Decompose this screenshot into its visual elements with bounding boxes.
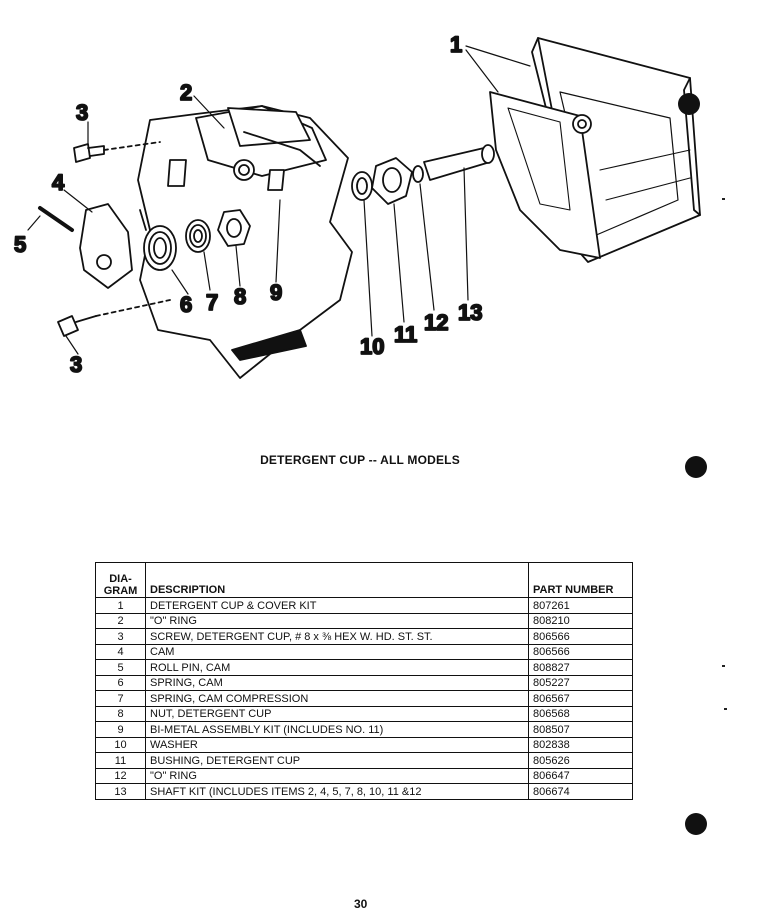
callout-12: 12	[424, 310, 448, 335]
scan-speck	[724, 708, 727, 710]
punch-hole-top	[678, 93, 700, 115]
cell-description: ROLL PIN, CAM	[145, 659, 529, 676]
cell-diagram: 13	[95, 783, 146, 800]
punch-hole-middle	[685, 456, 707, 478]
cell-part-number: 806647	[528, 767, 633, 784]
header-part-number: PART NUMBER	[528, 562, 633, 598]
cell-description: DETERGENT CUP & COVER KIT	[145, 597, 529, 614]
cell-description: "O" RING	[145, 612, 529, 629]
bushing	[371, 157, 413, 205]
punch-hole-bottom	[685, 813, 707, 835]
cell-part-number: 808210	[528, 612, 633, 629]
o-ring	[412, 165, 424, 183]
cell-part-number: 806566	[528, 643, 633, 660]
cell-part-number: 806567	[528, 690, 633, 707]
cell-diagram: 6	[95, 674, 146, 691]
cell-part-number: 808827	[528, 659, 633, 676]
cell-diagram: 4	[95, 643, 146, 660]
cell-diagram: 12	[95, 767, 146, 784]
leader-lines	[27, 45, 531, 355]
cell-description: BI-METAL ASSEMBLY KIT (INCLUDES NO. 11)	[145, 721, 529, 738]
table-row: 11 BUSHING, DETERGENT CUP 805626	[95, 752, 633, 769]
cell-diagram: 3	[95, 628, 146, 645]
cell-diagram: 7	[95, 690, 146, 707]
cell-description: SHAFT KIT (INCLUDES ITEMS 2, 4, 5, 7, 8,…	[145, 783, 529, 800]
page-number: 30	[354, 897, 368, 911]
cell-description: CAM	[145, 643, 529, 660]
callout-6: 6	[180, 292, 192, 317]
cell-diagram: 2	[95, 612, 146, 629]
diagram-caption: DETERGENT CUP -- ALL MODELS	[260, 453, 460, 467]
cell-part-number: 805227	[528, 674, 633, 691]
cell-part-number: 806674	[528, 783, 633, 800]
cell-diagram: 1	[95, 597, 146, 614]
header-diagram-line1: DIA-	[109, 573, 132, 585]
table-row: 8 NUT, DETERGENT CUP 806568	[95, 705, 633, 722]
cell-part-number: 808507	[528, 721, 633, 738]
callout-13: 13	[458, 300, 482, 325]
screw-top	[73, 141, 161, 163]
cell-description: SCREW, DETERGENT CUP, # 8 x ⅜ HEX W. HD.…	[145, 628, 529, 645]
callout-8: 8	[234, 284, 246, 309]
cell-diagram: 8	[95, 705, 146, 722]
callout-7: 7	[206, 290, 218, 315]
cell-description: NUT, DETERGENT CUP	[145, 705, 529, 722]
table-row: 13 SHAFT KIT (INCLUDES ITEMS 2, 4, 5, 7,…	[95, 783, 633, 800]
table-row: 7 SPRING, CAM COMPRESSION 806567	[95, 690, 633, 707]
table-row: 1 DETERGENT CUP & COVER KIT 807261	[95, 597, 633, 614]
scan-speck	[722, 198, 725, 200]
callout-10: 10	[360, 334, 384, 359]
cam	[38, 203, 133, 289]
callout-2: 2	[180, 80, 192, 105]
screw-bottom	[57, 299, 171, 337]
cell-part-number: 806566	[528, 628, 633, 645]
cell-part-number: 805626	[528, 752, 633, 769]
table-row: 9 BI-METAL ASSEMBLY KIT (INCLUDES NO. 11…	[95, 721, 633, 738]
washer	[351, 171, 373, 201]
cell-description: SPRING, CAM	[145, 674, 529, 691]
exploded-parts-diagram: 1 2 3 4 5 6 7 8 9 10 11 12 13 3	[13, 31, 701, 379]
header-description: DESCRIPTION	[145, 562, 529, 598]
callout-4: 4	[52, 170, 65, 195]
shaft	[423, 144, 495, 181]
parts-table: DIA- GRAM DESCRIPTION PART NUMBER 1 DETE…	[95, 562, 633, 800]
callout-11: 11	[394, 322, 417, 347]
spring-cam	[139, 209, 177, 271]
cell-diagram: 10	[95, 736, 146, 753]
table-row: 10 WASHER 802838	[95, 736, 633, 753]
cell-description: BUSHING, DETERGENT CUP	[145, 752, 529, 769]
table-row: 4 CAM 806566	[95, 643, 633, 660]
cell-part-number: 802838	[528, 736, 633, 753]
table-header-row: DIA- GRAM DESCRIPTION PART NUMBER	[95, 562, 633, 598]
header-diagram-line2: GRAM	[103, 585, 138, 597]
callout-5: 5	[14, 232, 26, 257]
callout-3-bottom: 3	[70, 352, 82, 377]
spring-cam-compression	[185, 219, 211, 253]
table-row: 12 "O" RING 806647	[95, 767, 633, 784]
table-row: 2 "O" RING 808210	[95, 612, 633, 629]
table-row: 3 SCREW, DETERGENT CUP, # 8 x ⅜ HEX W. H…	[95, 628, 633, 645]
cell-part-number: 807261	[528, 597, 633, 614]
cell-diagram: 5	[95, 659, 146, 676]
callout-1: 1	[450, 32, 462, 57]
table-row: 5 ROLL PIN, CAM 808827	[95, 659, 633, 676]
scan-speck	[722, 665, 725, 667]
header-diagram: DIA- GRAM	[95, 562, 146, 598]
cell-description: SPRING, CAM COMPRESSION	[145, 690, 529, 707]
cell-diagram: 11	[95, 752, 146, 769]
cell-part-number: 806568	[528, 705, 633, 722]
callout-9: 9	[270, 280, 282, 305]
nut-detergent-cup	[217, 209, 251, 247]
table-row: 6 SPRING, CAM 805227	[95, 674, 633, 691]
cell-description: WASHER	[145, 736, 529, 753]
cell-description: "O" RING	[145, 767, 529, 784]
detergent-cup-housing	[489, 37, 701, 263]
callout-3-top: 3	[76, 100, 88, 125]
cell-diagram: 9	[95, 721, 146, 738]
